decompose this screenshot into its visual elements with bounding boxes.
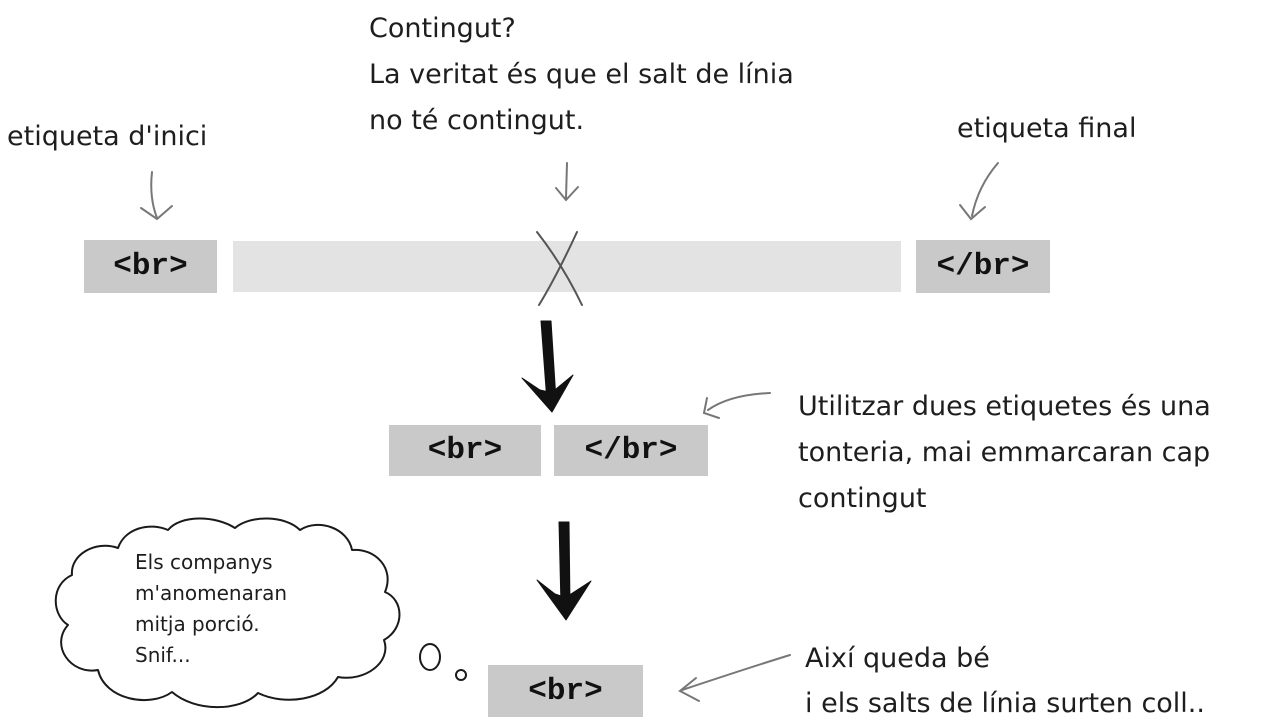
thought-trail-large-circle xyxy=(419,643,441,671)
close-tag-top: </br> xyxy=(916,240,1050,293)
content-question-line3: no té contingut. xyxy=(369,105,585,136)
pencil-arrow-middle-comment xyxy=(702,392,771,419)
end-tag-label: etiqueta final xyxy=(957,113,1137,144)
thought-trail-small-circle xyxy=(455,669,467,681)
content-question-line1: Contingut? xyxy=(369,13,516,44)
middle-comment-line1: Utilitzar dues etiquetes és una xyxy=(798,391,1211,422)
thought-bubble-line4: Snif... xyxy=(135,643,191,667)
middle-comment-line2: tonteria, mai emmarcaran cap xyxy=(798,437,1211,468)
pencil-arrow-content xyxy=(555,162,579,202)
thought-bubble-line2: m'anomenaran xyxy=(135,581,288,605)
content-question-line2: La veritat és que el salt de línia xyxy=(369,59,794,90)
bottom-comment-line2: i els salts de línia surten coll.. xyxy=(805,688,1205,719)
pencil-arrow-bottom-comment xyxy=(678,654,791,702)
open-tag-middle: <br> xyxy=(389,425,541,476)
middle-comment-line3: contingut xyxy=(798,483,927,514)
pencil-arrow-start-tag xyxy=(140,171,173,221)
open-tag-top: <br> xyxy=(84,240,217,293)
down-arrow-2-icon xyxy=(536,521,592,621)
single-tag-bottom: <br> xyxy=(488,665,643,717)
down-arrow-1-icon xyxy=(521,320,574,413)
close-tag-middle: </br> xyxy=(554,425,708,476)
thought-bubble-line3: mitja porció. xyxy=(135,612,260,636)
bottom-comment-line1: Així queda bé xyxy=(805,643,990,674)
content-area-bar xyxy=(233,241,901,292)
thought-bubble-line1: Els companys xyxy=(135,550,273,574)
start-tag-label: etiqueta d'inici xyxy=(7,121,208,152)
pencil-arrow-end-tag xyxy=(959,162,999,221)
